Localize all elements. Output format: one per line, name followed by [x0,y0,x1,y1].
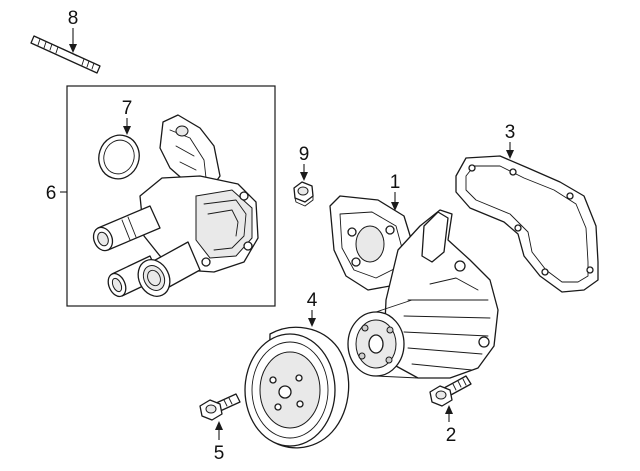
callout-8: 8 [68,8,79,29]
water-pump-part-1[interactable] [329,195,499,379]
assembly-frame-part-6 [66,85,276,307]
bolt-part-2[interactable] [429,375,472,407]
pulley-part-4[interactable] [244,326,350,449]
callout-1: 1 [390,172,401,193]
thermostat-housing-part-6[interactable] [90,114,259,302]
callout-4: 4 [307,290,318,311]
gasket-part-3[interactable] [455,155,599,293]
callout-7: 7 [122,98,133,119]
stud-part-8[interactable] [30,35,101,74]
callout-5: 5 [214,443,225,464]
bolt-part-5[interactable] [199,393,241,421]
callout-3: 3 [505,122,516,143]
leader-lines [60,28,514,440]
callout-6: 6 [46,183,57,204]
o-ring-part-7[interactable] [93,130,145,184]
callout-2: 2 [446,425,457,446]
callout-9: 9 [299,144,310,165]
nut-part-9[interactable] [293,181,314,207]
